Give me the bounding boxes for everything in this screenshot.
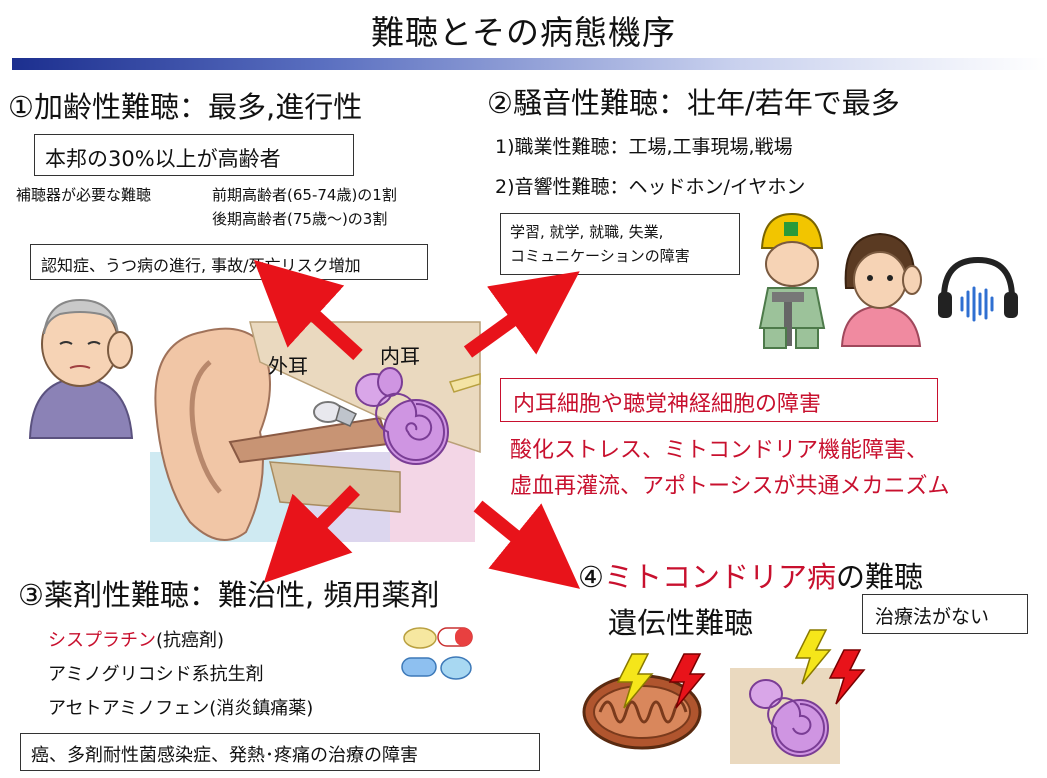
impact-line1: 学習, 就学, 就職, 失業, <box>510 223 664 241</box>
section2-heading: ②騒音性難聴：壮年/若年で最多 <box>487 86 900 120</box>
drug-cisplatin-name: シスプラチン <box>48 630 156 651</box>
no-treatment-box: 治療法がない <box>862 594 1028 634</box>
page-title: 難聴とその病態機序 <box>370 13 676 52</box>
section4-number: ④ <box>578 560 604 594</box>
cochlea-icon <box>355 367 449 465</box>
woman-listening-icon <box>840 232 922 347</box>
early-elderly-note: 前期高齢者(65-74歳)の1割 <box>212 186 397 204</box>
outer-ear-label: 外耳 <box>268 354 308 378</box>
arrow-to-noise-induced <box>463 271 580 358</box>
impact-box: 学習, 就学, 就職, 失業, コミュニケーションの障害 <box>500 213 740 275</box>
section4-rest: の難聴 <box>836 560 924 594</box>
drug-acetaminophen: アセトアミノフェン(消炎鎮痛薬) <box>48 698 314 719</box>
section3-heading: ③薬剤性難聴：難治性, 頻用薬剤 <box>18 578 440 612</box>
cochlea-icon <box>730 668 840 764</box>
elderly-ratio-text: 本邦の30%以上が高齢者 <box>45 147 281 171</box>
impact-line2: コミュニケーションの障害 <box>510 247 690 265</box>
arrow-to-age-related <box>253 259 363 361</box>
arrow-to-drug-induced <box>263 485 360 583</box>
treatment-barrier-text: 癌、多剤耐性菌感染症、発熱･疼痛の治療の障害 <box>31 745 418 766</box>
inner-ear-damage-text: 内耳細胞や聴覚神経細胞の障害 <box>513 392 822 417</box>
section4-red-term: ミトコンドリア病 <box>604 560 837 594</box>
title-bar <box>12 58 1047 70</box>
late-elderly-note: 後期高齢者(75歳〜)の3割 <box>212 210 388 228</box>
mechanism-line2: 虚血再灌流、アポトーシスが共通メカニズム <box>510 474 950 499</box>
section1-heading: ①加齢性難聴：最多,進行性 <box>8 90 363 124</box>
inner-ear-damage-box: 内耳細胞や聴覚神経細胞の障害 <box>500 378 938 422</box>
treatment-barrier-box: 癌、多剤耐性菌感染症、発熱･疼痛の治療の障害 <box>20 733 540 771</box>
drug-cisplatin: シスプラチン(抗癌剤) <box>48 626 224 652</box>
mechanism-line1: 酸化ストレス、ミトコンドリア機能障害、 <box>510 438 929 463</box>
drug-cisplatin-note: (抗癌剤) <box>156 630 225 651</box>
headphones-icon <box>938 256 1018 322</box>
hearing-aid-label: 補聴器が必要な難聴 <box>16 186 152 204</box>
lightning-icon <box>794 629 832 685</box>
drug-aminoglycoside: アミノグリコシド系抗生剤 <box>48 664 264 685</box>
lightning-icon <box>668 653 706 709</box>
mitochondria-icon <box>582 674 702 750</box>
no-treatment-text: 治療法がない <box>875 606 990 628</box>
risk-box: 認知症、うつ病の進行, 事故/死亡リスク増加 <box>30 244 428 280</box>
pills-icon <box>401 627 473 680</box>
inner-ear-label: 内耳 <box>380 344 420 368</box>
elderly-ratio-box: 本邦の30%以上が高齢者 <box>34 134 354 176</box>
section4-heading: ④ミトコンドリア病の難聴 <box>578 554 923 596</box>
arrow-to-mitochondrial <box>473 500 581 589</box>
worker-icon <box>758 212 826 349</box>
section4-subheading: 遺伝性難聴 <box>608 606 754 640</box>
acoustic-item: 2)音響性難聴：ヘッドホン/イヤホン <box>495 176 806 198</box>
lightning-icon <box>616 653 654 709</box>
lightning-icon <box>828 649 866 705</box>
elderly-person-icon <box>28 298 134 439</box>
occupational-item: 1)職業性難聴：工場,工事現場,戦場 <box>495 136 793 158</box>
